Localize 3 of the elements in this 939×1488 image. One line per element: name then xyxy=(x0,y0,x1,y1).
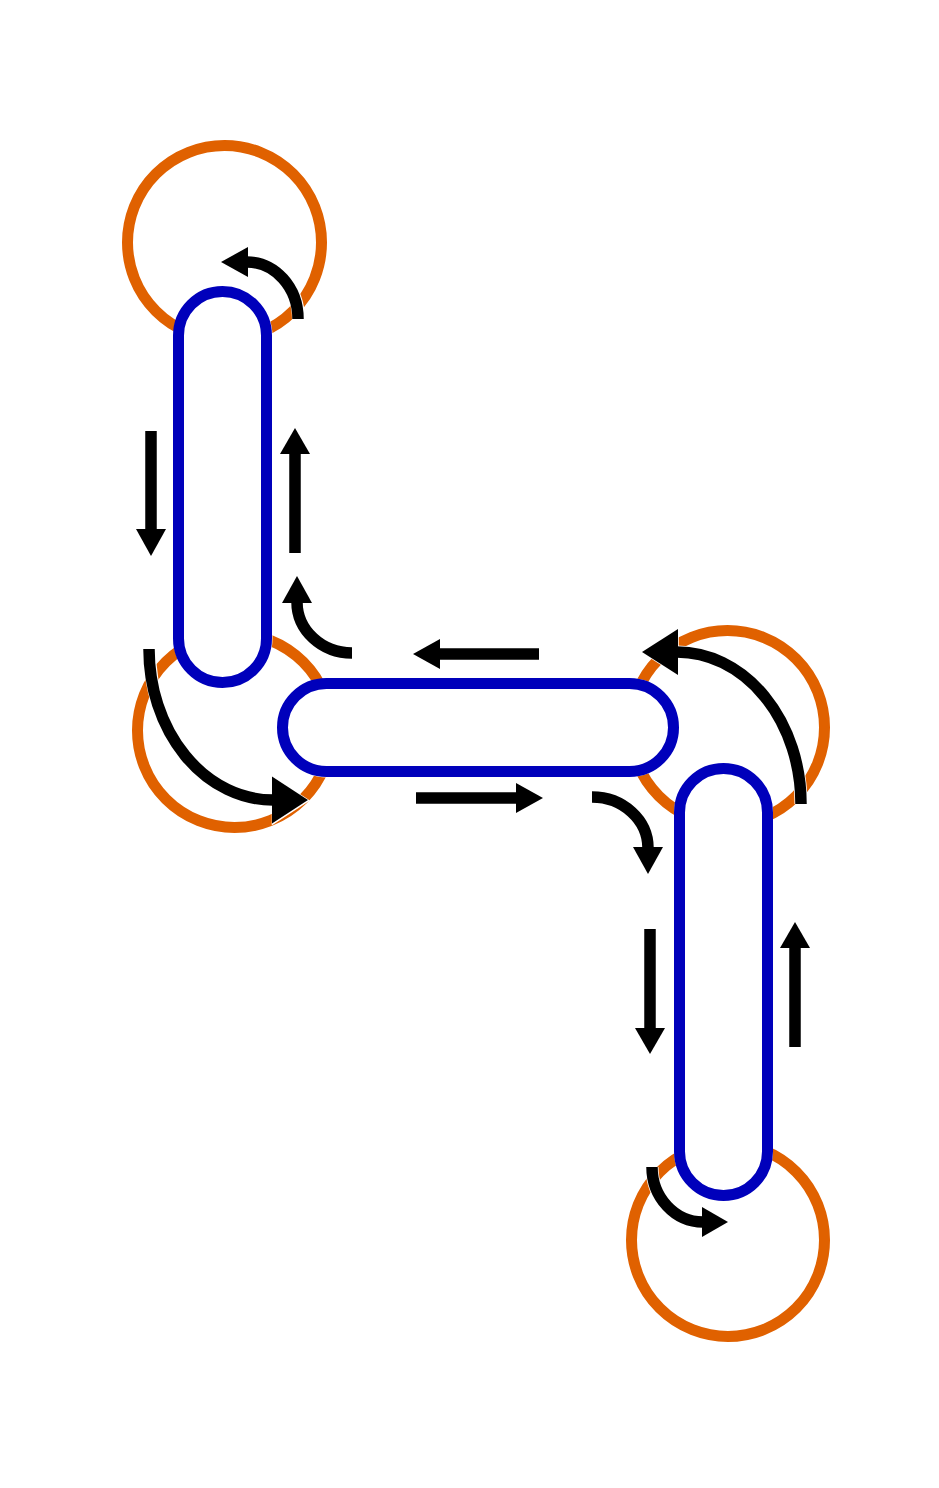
capsule-outline xyxy=(277,678,679,777)
capsule-outline xyxy=(173,286,272,688)
capsule-outline xyxy=(674,763,773,1201)
